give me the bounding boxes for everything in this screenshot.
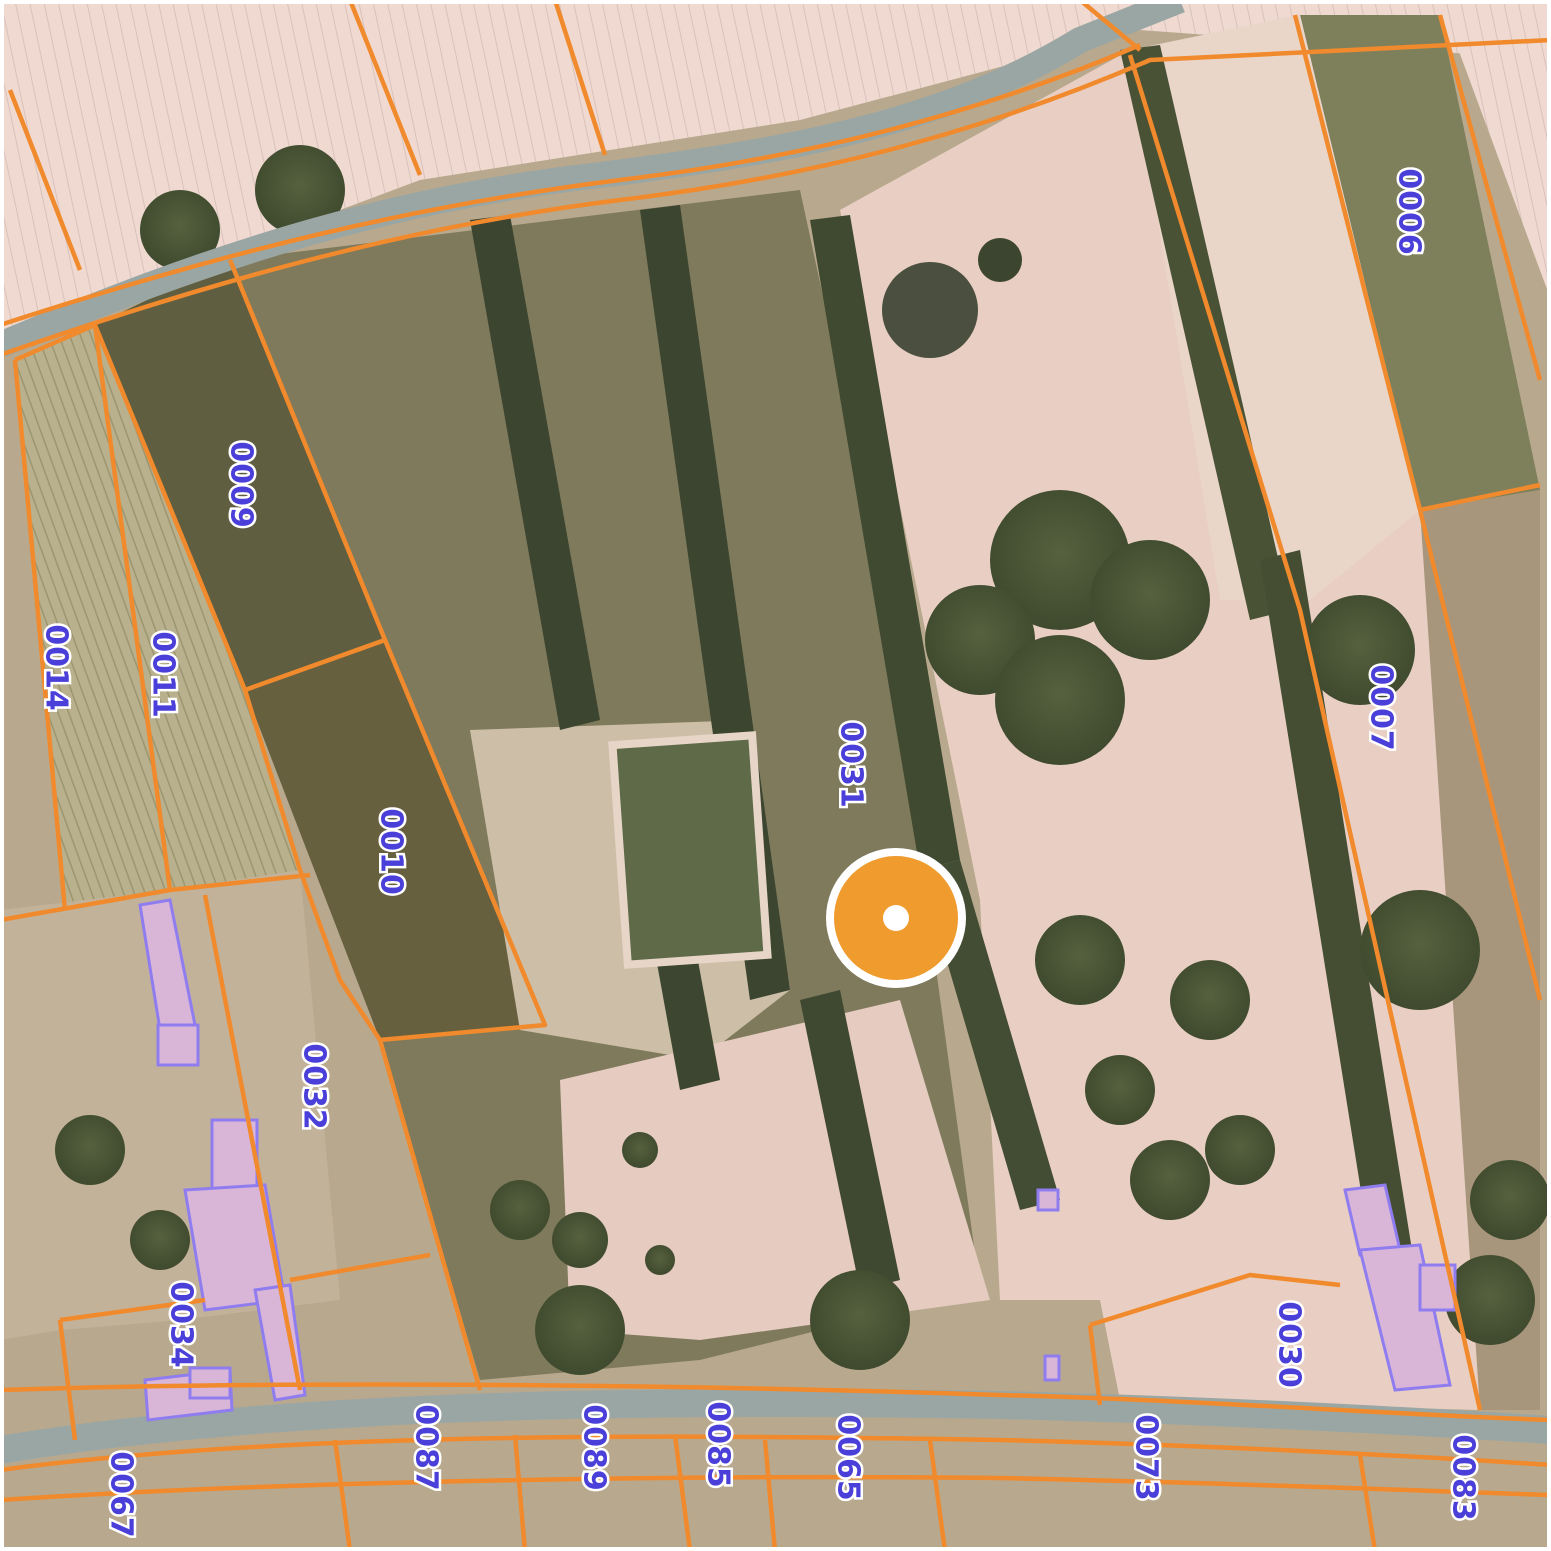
location-marker-center — [883, 905, 909, 931]
parcel-label-0073[interactable]: 0073 — [1126, 1412, 1166, 1505]
garden-enclosure — [608, 731, 772, 969]
parcel-label-0085[interactable]: 0085 — [698, 1399, 738, 1492]
parcel-label-0010[interactable]: 0010 — [371, 806, 411, 899]
parcel-label-0034[interactable]: 0034 — [161, 1279, 201, 1372]
parcel-label-0009[interactable]: 0009 — [221, 439, 261, 532]
location-pin-icon[interactable] — [826, 848, 966, 988]
tree-clusters — [55, 145, 1550, 1375]
parcel-label-0011[interactable]: 0011 — [143, 629, 183, 722]
parcel-label-0032[interactable]: 0032 — [294, 1041, 334, 1134]
parcel-label-0067[interactable]: 0067 — [101, 1449, 141, 1542]
north-road — [0, 0, 1185, 357]
parcel-labels: 0006 0007 0009 0010 0011 0014 0030 0031 … — [36, 166, 1483, 1542]
buildings — [138, 898, 1457, 1422]
east-field — [1300, 15, 1540, 510]
parcel-label-0065[interactable]: 0065 — [828, 1412, 868, 1505]
parcel-label-0007[interactable]: 0007 — [1361, 662, 1401, 755]
parcel-label-0031[interactable]: 0031 — [831, 719, 871, 812]
parcel-label-0030[interactable]: 0030 — [1269, 1299, 1309, 1392]
parcel-label-0014[interactable]: 0014 — [36, 622, 76, 715]
parcel-label-0006[interactable]: 0006 — [1389, 166, 1429, 259]
parcel-label-0089[interactable]: 0089 — [574, 1402, 614, 1495]
south-road — [0, 1388, 1551, 1464]
north-fields — [0, 0, 1551, 340]
parcel-label-0087[interactable]: 0087 — [406, 1402, 446, 1495]
parcel-label-0083[interactable]: 0083 — [1443, 1432, 1483, 1525]
